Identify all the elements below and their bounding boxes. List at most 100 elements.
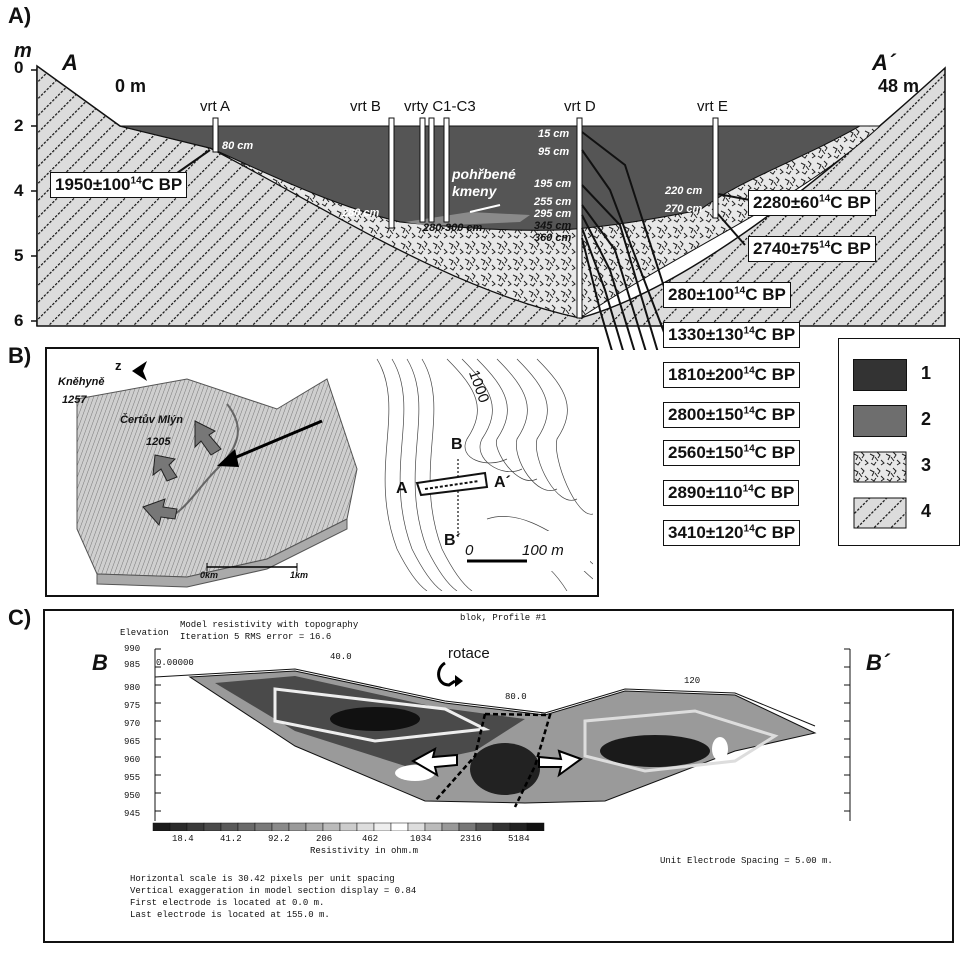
cross-section-a [31, 64, 946, 350]
map-label-b-prime: B´ [444, 532, 461, 549]
depth-label: 295 cm [534, 208, 572, 220]
depth-unit: m [14, 40, 32, 62]
profile-title: blok, Profile #1 [460, 613, 547, 623]
y-tick: 970 [124, 719, 141, 729]
well-label-d: vrt D [564, 98, 596, 115]
depth-label: 95 cm [538, 146, 570, 158]
y-tick: 955 [124, 773, 141, 783]
date-box-e1: 2280±6014C BP [748, 190, 876, 216]
right-distance: 48 m [878, 76, 920, 96]
resistivity-value: 462 [362, 834, 379, 844]
resistivity-value: 1034 [410, 834, 432, 844]
resistivity-section [152, 648, 851, 831]
date-box-d6: 2890±11014C BP [663, 480, 800, 506]
depth-label: 345 cm [534, 220, 572, 232]
legend: 1 2 3 4 [838, 338, 960, 546]
peak2-name: Čertův Mlýn [120, 414, 183, 426]
resistivity-value: 92.2 [268, 834, 290, 844]
north-label: z [115, 358, 122, 373]
y-tick: 965 [124, 737, 141, 747]
scale-start: 0km [200, 570, 219, 580]
date-box-d5: 2560±15014C BP [663, 440, 801, 466]
well-label-b: vrt B [350, 98, 381, 115]
date-box-d7: 3410±12014C BP [663, 520, 801, 546]
panel-c-label: C) [8, 605, 32, 630]
x-tick: 0.00000 [156, 658, 194, 668]
well-label-a: vrt A [200, 98, 231, 115]
well-label-e: vrt E [697, 98, 728, 115]
footer-line: Last electrode is located at 155.0 m. [130, 910, 330, 920]
panel-a-label: A) [8, 3, 32, 28]
date-box-e2: 2740±7514C BP [748, 236, 876, 262]
profile-right-end: B´ [866, 650, 890, 675]
legend-label-4: 4 [921, 501, 932, 521]
depth-tick: 4 [14, 181, 24, 200]
legend-swatch-4 [853, 497, 907, 529]
section-left-end: A [62, 50, 78, 75]
y-tick: 950 [124, 791, 141, 801]
resistivity-value: 2316 [460, 834, 482, 844]
date-box-d4: 2800±15014C BP [663, 402, 801, 428]
legend-label-3: 3 [921, 455, 932, 475]
depth-label: 15 cm [538, 128, 570, 140]
date-box-d3: 1810±20014C BP [663, 362, 801, 388]
depth-tick: 0 [14, 58, 24, 77]
x-tick: 80.0 [505, 692, 527, 702]
legend-swatch-1 [853, 359, 907, 391]
y-tick: 960 [124, 755, 141, 765]
resistivity-value: 5184 [508, 834, 530, 844]
resistivity-value: 18.4 [172, 834, 194, 844]
map-label-b: B [451, 436, 463, 453]
peak2-elev: 1205 [146, 436, 171, 448]
resistivity-value: 206 [316, 834, 333, 844]
scale-end: 1km [290, 570, 309, 580]
x-tick: 40.0 [330, 652, 352, 662]
map-scale-end: 100 m [522, 542, 564, 559]
peak1-name: Kněhyně [58, 376, 105, 388]
map-label-a: A [396, 480, 408, 497]
y-tick: 990 [124, 644, 141, 654]
resistivity-label: Resistivity in ohm.m [310, 846, 419, 856]
legend-swatch-2 [853, 405, 907, 437]
y-tick: 945 [124, 809, 141, 819]
depth-label: 280 cm [342, 207, 380, 219]
buried-trunks-label: pohřbené kmeny [452, 166, 516, 199]
well-label-c: vrty C1-C3 [404, 98, 476, 115]
spacing-note: Unit Electrode Spacing = 5.00 m. [660, 856, 833, 866]
rotation-label: rotace [448, 645, 490, 662]
y-tick: 985 [124, 660, 141, 670]
depth-label: 255 cm [534, 196, 572, 208]
depth-label: 270 cm [665, 203, 703, 215]
header-1: Model resistivity with topography [180, 620, 359, 630]
date-box-d1: 280±10014C BP [663, 282, 791, 308]
header-2: Iteration 5 RMS error = 16.6 [180, 632, 332, 642]
legend-swatch-3 [853, 451, 907, 483]
depth-label: 360 cm [534, 232, 572, 244]
terrain-3d [76, 358, 593, 591]
date-box-d2: 1330±13014C BP [663, 322, 801, 348]
section-right-end: A´ [872, 50, 896, 75]
elevation-label: Elevation [120, 628, 169, 638]
sediment-layer [209, 125, 882, 319]
depth-label: 280-300 cm [423, 222, 483, 234]
depth-tick: 6 [14, 311, 24, 330]
map-label-a-prime: A´ [494, 474, 511, 491]
depth-label: 195 cm [534, 178, 572, 190]
peak1-elev: 1257 [62, 394, 87, 406]
date-box-a: 1950±10014C BP [50, 172, 188, 198]
map-scale-start: 0 [465, 542, 474, 559]
legend-label-2: 2 [921, 409, 932, 429]
footer-line: Vertical exaggeration in model section d… [130, 886, 417, 896]
resistivity-value: 41.2 [220, 834, 242, 844]
legend-label-1: 1 [921, 363, 932, 383]
depth-tick: 2 [14, 116, 24, 135]
panel-b-label: B) [8, 343, 32, 368]
y-tick: 980 [124, 683, 141, 693]
depth-tick: 5 [14, 246, 24, 265]
left-distance: 0 m [115, 76, 147, 96]
y-tick: 975 [124, 701, 141, 711]
profile-left-end: B [92, 650, 108, 675]
depth-label: 80 cm [222, 140, 254, 152]
footer-line: Horizontal scale is 30.42 pixels per uni… [130, 874, 395, 884]
footer-line: First electrode is located at 0.0 m. [130, 898, 325, 908]
